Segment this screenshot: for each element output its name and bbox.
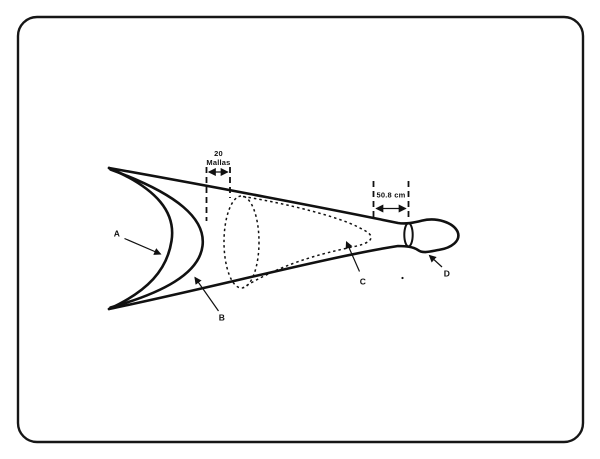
label-a-arrow (124, 237, 162, 255)
label-d: D (444, 269, 450, 279)
codend-ring (403, 222, 414, 248)
label-a: A (114, 229, 120, 239)
label-d-arrow (428, 254, 443, 268)
codend-length-value: 50.8 cm (377, 191, 406, 200)
codend-length-annotation: 50.8 cm (372, 181, 410, 221)
label-a-group: A (114, 229, 162, 255)
net-body-outline (107, 166, 460, 311)
label-b-arrow (194, 276, 219, 312)
mouth-outer-crescent (107, 166, 174, 311)
label-d-group: D (428, 254, 450, 279)
inner-funnel-dotted-outline (242, 195, 372, 289)
label-b: B (219, 313, 225, 323)
label-c-arrow (345, 240, 361, 272)
mesh-width-annotation: 20 Mallas (205, 149, 231, 221)
inner-funnel-ellipse (223, 195, 260, 289)
figure-border (16, 15, 585, 444)
mesh-width-value: 20 (214, 149, 223, 158)
mouth-inner-crescent (109, 168, 205, 309)
label-b-group: B (194, 276, 225, 323)
label-c-group: C (345, 240, 366, 287)
label-c: C (360, 277, 366, 287)
stray-mark-dot (401, 276, 404, 280)
mesh-width-unit: Mallas (206, 158, 230, 167)
